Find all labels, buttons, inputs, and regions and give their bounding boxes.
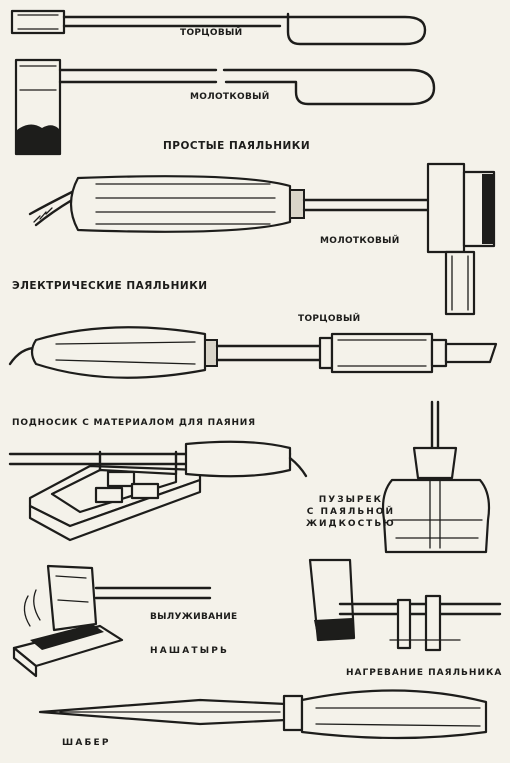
flux-bottle-label-line-2: С ПАЯЛЬНОЙ (306, 507, 395, 517)
electric-irons-heading: ЭЛЕКТРИЧЕСКИЕ ПАЯЛЬНИКИ (12, 280, 208, 292)
electric-hammer-iron-label: МОЛОТКОВЫЙ (320, 236, 400, 246)
electric-end-iron (8, 326, 498, 379)
flux-bottle-label: ПУЗЫРЕК С ПАЯЛЬНОЙ ЖИДКОСТЬЮ (306, 494, 396, 530)
simple-end-iron-label: ТОРЦОВЫЙ (180, 28, 243, 38)
flux-bottle (381, 400, 491, 554)
soldering-stand (8, 440, 308, 542)
ammonia-label: НАШАТЫРЬ (150, 646, 230, 656)
simple-end-iron (10, 9, 427, 46)
electric-hammer-iron (28, 162, 496, 316)
tinning-scene (12, 564, 212, 678)
simple-hammer-iron-label: МОЛОТКОВЫЙ (190, 92, 270, 102)
heating-scene (308, 558, 502, 652)
scraper-label: ШАБЕР (62, 738, 111, 748)
heating-label: НАГРЕВАНИЕ ПАЯЛЬНИКА (346, 668, 503, 678)
flux-bottle-label-line-3: ЖИДКОСТЬЮ (306, 519, 396, 529)
flux-bottle-label-line-1: ПУЗЫРЕК (318, 495, 384, 505)
stand-heading: ПОДНОСИК С МАТЕРИАЛОМ ДЛЯ ПАЯНИЯ (12, 418, 256, 428)
simple-irons-heading: ПРОСТЫЕ ПАЯЛЬНИКИ (163, 140, 311, 152)
scraper-tool (38, 689, 488, 740)
simple-hammer-iron (14, 58, 436, 156)
electric-end-iron-label: ТОРЦОВЫЙ (298, 314, 361, 324)
tinning-label: ВЫЛУЖИВАНИЕ (150, 612, 238, 622)
